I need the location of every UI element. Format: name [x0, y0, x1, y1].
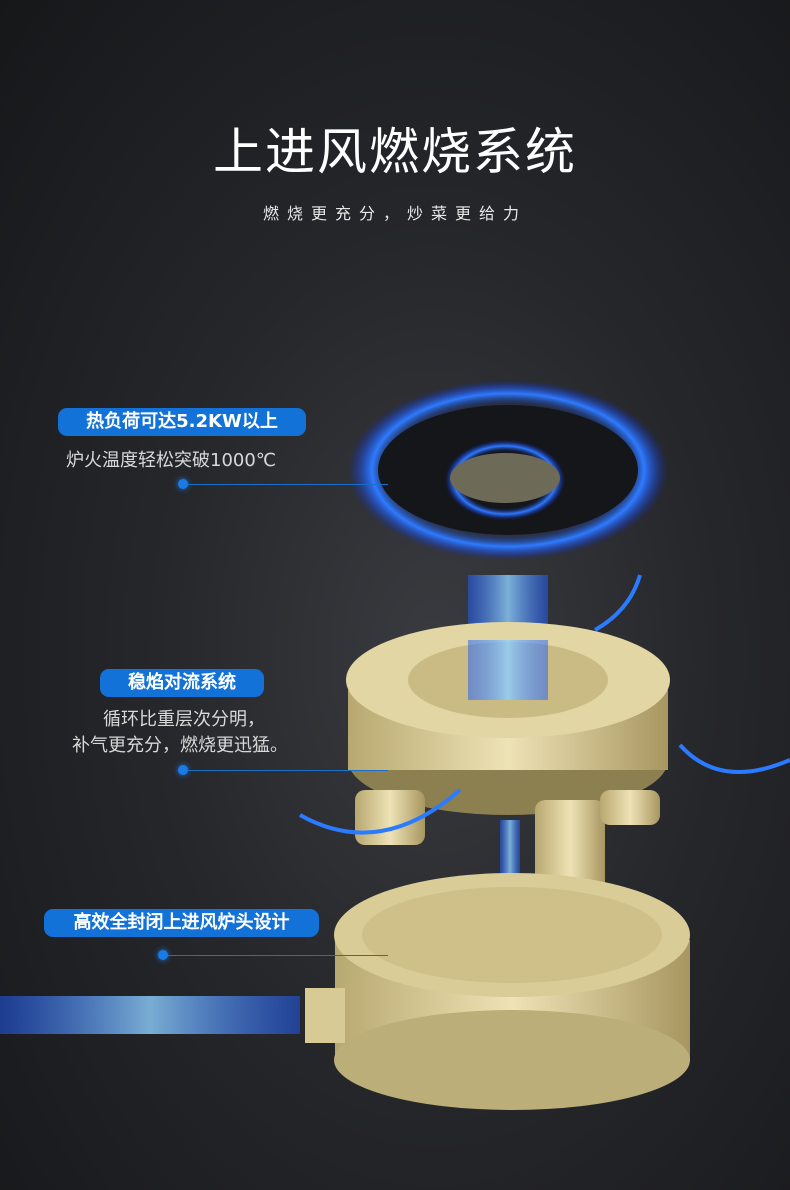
- feature-badge-convection: 稳焰对流系统: [100, 669, 264, 697]
- feature-badge-heat-load: 热负荷可达5.2KW以上: [58, 408, 306, 436]
- feature-badge-sealed-head: 高效全封闭上进风炉头设计: [44, 909, 319, 937]
- callout-dot: [178, 479, 188, 489]
- callout-dot: [158, 950, 168, 960]
- feature-desc-convection-2: 补气更充分，燃烧更迅猛。: [72, 735, 288, 756]
- page-subtitle: 燃烧更充分，炒菜更给力: [262, 204, 527, 223]
- feature-desc-heat-load: 炉火温度轻松突破1000℃: [66, 450, 277, 471]
- callout-dot: [178, 765, 188, 775]
- callout-line: [188, 484, 388, 485]
- feature-desc-convection-1: 循环比重层次分明，: [103, 709, 265, 730]
- page-title: 上进风燃烧系统: [213, 123, 577, 181]
- callout-line: [168, 955, 388, 956]
- callout-line: [188, 770, 388, 771]
